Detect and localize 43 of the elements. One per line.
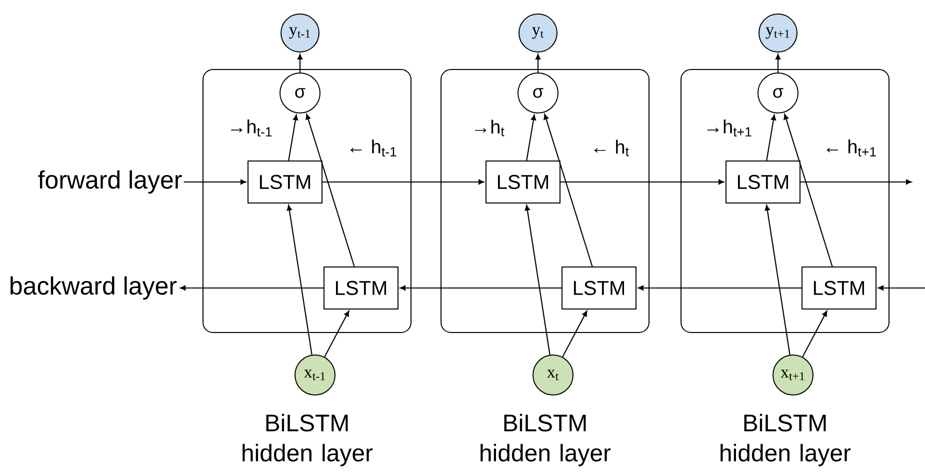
lstm-box: LSTM [802,266,876,310]
edge-label: ← h$_{t}$ [589,138,631,158]
edge-label: ← h$_{t+1}$ [822,138,878,158]
edge-label: →h$_{t+1}$ [702,118,754,138]
arrow [535,54,541,72]
lstm-box: LSTM [726,160,800,204]
lstm-box: LSTM [486,160,560,204]
edge-label: →h$_{t-1}$ [226,118,274,138]
hidden-layer-box [440,69,650,333]
arrow [524,204,550,355]
edge-label: →h$_{t}$ [470,118,506,138]
arrow [784,114,833,267]
arrow [775,54,781,72]
arrow [288,114,298,161]
layer-label: backward layer [10,276,177,300]
caption: BiLSTM hidden layer [242,414,373,466]
lstm-box: LSTM [248,160,322,204]
arrow [562,310,588,358]
arrow [184,179,246,185]
arrow [802,310,828,358]
arrow [400,285,562,291]
caption: BiLSTM hidden layer [480,414,611,466]
arrow [766,114,776,161]
arrow [286,204,312,355]
arrow [878,285,925,291]
arrow [324,310,350,358]
layer-label: forward layer [38,170,182,194]
arrow [764,204,790,355]
arrow [180,285,324,291]
arrow [560,179,724,185]
lstm-box: LSTM [562,266,636,310]
lstm-box: LSTM [324,266,398,310]
hidden-layer-box [680,69,890,333]
arrow [322,179,484,185]
arrow [298,54,303,72]
edge-label: ← h$_{t-1}$ [346,138,398,158]
arrow [526,114,536,161]
caption: BiLSTM hidden layer [720,414,851,466]
hidden-layer-box [202,69,412,333]
arrow [544,114,593,267]
arrow [638,285,802,291]
arrow [800,179,912,185]
arrow [306,114,355,267]
